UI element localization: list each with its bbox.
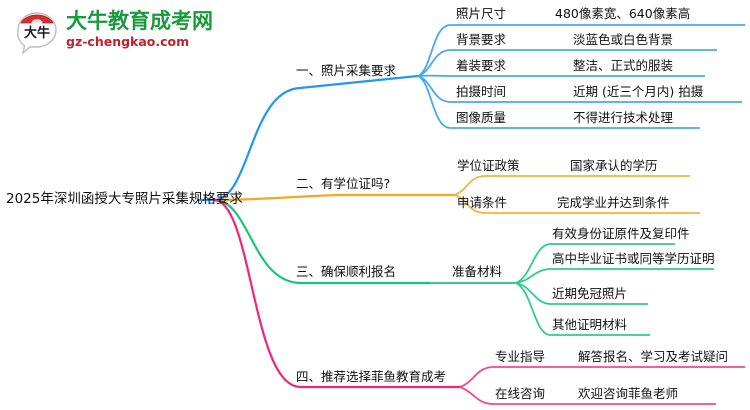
branch-4-child-1-value[interactable]: 解答报名、学习及考试疑问	[578, 349, 729, 364]
branch-4-stem	[213, 198, 460, 389]
branch-1-child-1-value[interactable]: 480像素宽、640像素高	[555, 6, 691, 21]
branch-3-child-1-label[interactable]: 有效身份证原件及复印件	[552, 226, 690, 241]
branch-4-child-1-link	[459, 366, 745, 388]
branch-4-child-2-value[interactable]: 欢迎咨询菲鱼老师	[578, 386, 679, 401]
brand-title: 大牛教育成考网	[66, 9, 213, 33]
branch-1-child-5-label[interactable]: 图像质量	[456, 110, 507, 125]
branch-1-child-4-label[interactable]: 拍摄时间	[456, 84, 507, 99]
branch-1-child-2-label[interactable]: 背景要求	[456, 32, 507, 47]
branch-3-child-3-label[interactable]: 近期免冠照片	[552, 286, 628, 301]
branch-3-child-2-link	[515, 268, 714, 284]
branch-1-child-3-label[interactable]: 着装要求	[456, 58, 507, 73]
branch-3-child-4-label[interactable]: 其他证明材料	[552, 317, 628, 332]
brand-text-wrap: 大牛教育成考网 gz-chengkao.com	[66, 9, 213, 50]
branch-2-child-1-value[interactable]: 国家承认的学历	[570, 158, 658, 173]
branch-2-label[interactable]: 二、有学位证吗?	[296, 176, 391, 191]
branch-3-label[interactable]: 三、确保顺利报名	[296, 264, 397, 279]
branch-2-child-2-label[interactable]: 申请条件	[457, 195, 508, 210]
brand-subtitle: gz-chengkao.com	[66, 34, 190, 49]
daniu-logo-icon: 大牛	[17, 12, 57, 54]
root-node-label[interactable]: 2025年深圳函授大专照片采集规格要求	[6, 191, 243, 207]
branch-4-label[interactable]: 四、推荐选择菲鱼教育成考	[296, 369, 447, 384]
branch-4-child-2-label[interactable]: 在线咨询	[495, 386, 546, 401]
branch-1-child-2-value[interactable]: 淡蓝色或白色背景	[573, 32, 674, 47]
branch-3-group-label[interactable]: 准备材料	[452, 264, 503, 279]
branch-2-child-2-value[interactable]: 完成学业并达到条件	[557, 195, 670, 210]
svg-text:大牛: 大牛	[24, 25, 50, 41]
branch-1-child-5-value[interactable]: 不得进行技术处理	[573, 110, 674, 125]
branch-2-child-1-label[interactable]: 学位证政策	[457, 158, 520, 173]
branch-1-label[interactable]: 一、照片采集要求	[296, 63, 397, 78]
branch-1-child-4-value[interactable]: 近期 (近三个月内) 拍摄	[573, 84, 704, 99]
brand-logo: 大牛 大牛教育成考网 gz-chengkao.com	[14, 6, 229, 58]
branch-1-child-1-label[interactable]: 照片尺寸	[456, 6, 507, 21]
branch-1-child-3-value[interactable]: 整洁、正式的服装	[573, 58, 674, 73]
branch-2-stem	[213, 193, 455, 202]
branch-2-child-1-link	[454, 175, 690, 196]
branch-4-child-1-label[interactable]: 专业指导	[495, 349, 546, 364]
branch-3-child-2-label[interactable]: 高中毕业证书或同等学历证明	[552, 251, 715, 266]
